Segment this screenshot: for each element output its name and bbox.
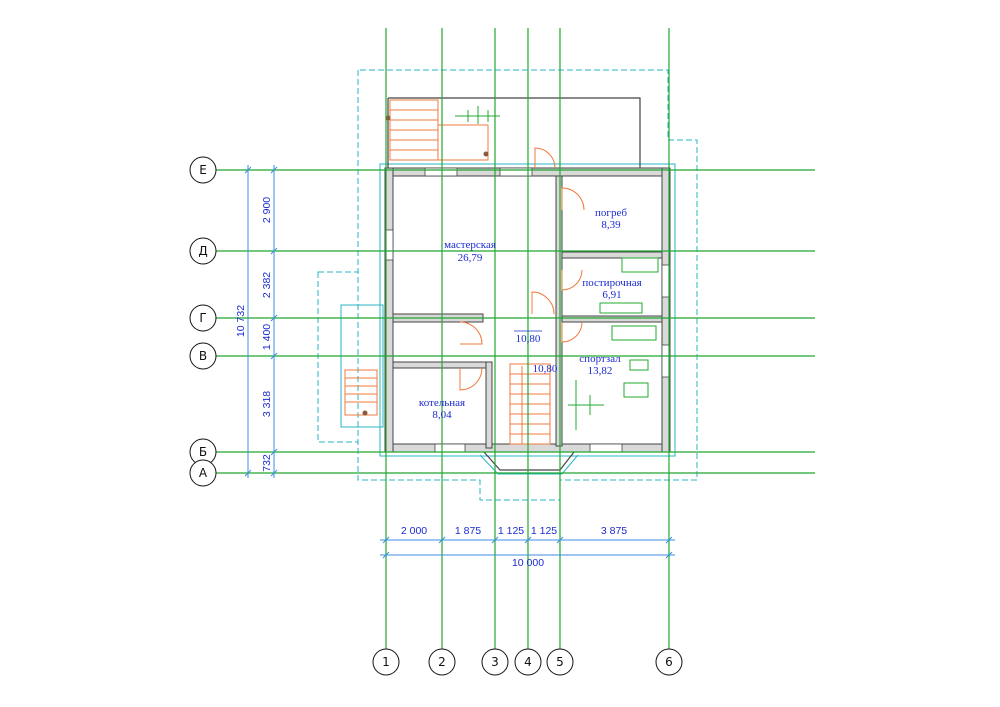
- room-area: 8,04: [432, 409, 452, 421]
- upper-terrace: [385, 97, 641, 168]
- room-masterskaya: мастерская 26,79: [444, 239, 496, 264]
- grid-bubble-1: 1: [372, 648, 400, 676]
- side-stair: [344, 369, 378, 416]
- axis-label-6: 6: [665, 655, 673, 669]
- axis-label-4: 4: [524, 655, 532, 669]
- dim-5-6: 3 875: [601, 525, 627, 537]
- hall-area-label: 10,80: [516, 333, 541, 345]
- room-area: 6,91: [602, 289, 621, 301]
- axis-label-D: Д: [198, 244, 207, 258]
- axis-label-1: 1: [382, 655, 390, 669]
- dim-B-A: 732: [261, 454, 273, 472]
- grid-bubble-G: Г: [189, 304, 217, 332]
- dim-total-y: 10 732: [235, 305, 247, 337]
- axis-label-G: Г: [199, 311, 206, 325]
- dim-2-3: 1 875: [455, 525, 481, 537]
- room-name: погреб: [595, 207, 627, 219]
- bay-window: [483, 451, 575, 471]
- grid-bubble-D: Д: [189, 237, 217, 265]
- grid-lines: [215, 28, 815, 650]
- room-kotelnaya: котельная 8,04: [419, 397, 465, 421]
- grid-bubble-E: Е: [189, 156, 217, 184]
- grid-bubble-6: 6: [655, 648, 683, 676]
- dim-3-4: 1 125: [498, 525, 524, 537]
- dim-D-G: 2 382: [261, 272, 273, 298]
- doors: [459, 147, 585, 391]
- room-name: котельная: [419, 397, 465, 409]
- dim-G-V: 1 400: [261, 324, 273, 350]
- room-name: мастерская: [444, 239, 496, 251]
- axis-label-2: 2: [438, 655, 446, 669]
- hall-area-label: 10,80: [533, 363, 558, 375]
- axis-label-5: 5: [556, 655, 564, 669]
- room-area: 8,39: [601, 219, 621, 231]
- grid-bubble-2: 2: [428, 648, 456, 676]
- left-dimensions: 2 900 2 382 1 400 3 318 732 10 732: [235, 165, 278, 478]
- room-area: 26,79: [458, 252, 483, 264]
- dim-1-2: 2 000: [401, 525, 427, 537]
- dim-total-x: 10 000: [512, 557, 544, 569]
- grid-bubble-5: 5: [546, 648, 574, 676]
- hall-area: 10,80 10,80: [514, 330, 558, 375]
- axis-label-A: А: [199, 466, 208, 480]
- grid-bubble-4: 4: [514, 648, 542, 676]
- room-area: 13,82: [588, 365, 613, 377]
- room-name: спортзал: [579, 353, 621, 365]
- central-stair: [509, 363, 551, 445]
- grid-bubble-A: А: [189, 459, 217, 487]
- axis-label-3: 3: [491, 655, 499, 669]
- dim-4-5: 1 125: [531, 525, 557, 537]
- room-sportzal: спортзал 13,82: [579, 353, 621, 377]
- dim-V-B: 3 318: [261, 391, 273, 417]
- grid-bubble-V: В: [189, 342, 217, 370]
- axis-label-V: В: [199, 349, 207, 363]
- equipment: [568, 257, 659, 430]
- axis-label-B: Б: [199, 445, 207, 459]
- bay-outline: [479, 454, 579, 475]
- dim-E-D: 2 900: [261, 197, 273, 223]
- room-pogreb: погреб 8,39: [595, 207, 627, 231]
- bottom-dimensions: 2 000 1 875 1 125 1 125 3 875 10 000: [380, 525, 675, 569]
- axis-label-E: Е: [199, 163, 207, 177]
- room-postirochnaya: постирочная 6,91: [582, 277, 641, 301]
- grid-bubble-3: 3: [481, 648, 509, 676]
- room-name: постирочная: [582, 277, 641, 289]
